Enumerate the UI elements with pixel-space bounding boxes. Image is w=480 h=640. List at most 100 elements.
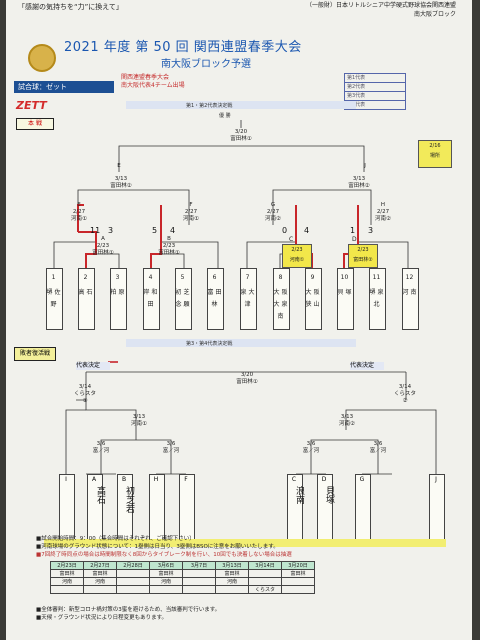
final-place: 富田林①: [230, 136, 252, 142]
team-name: 河 南: [402, 289, 417, 296]
decide-right: 代表決定: [350, 362, 384, 370]
tournament-sheet: 「感謝の気持ちを“力”に換えて」 （一般財）日本リトルシニア中学硬式野球協会関西…: [6, 0, 472, 640]
schedule-cell: [248, 569, 282, 578]
footnote-1: ■全体審判：新型コロナ禍対策の3蜜を避けるため、当該審判で行います。: [36, 607, 221, 613]
bottom-box-letter: H: [153, 476, 159, 483]
change-date: 2/16: [429, 143, 441, 149]
bottom-right-num: ②: [402, 398, 408, 404]
team-box: [110, 268, 127, 330]
consolation-label: 敗者復活戦: [14, 347, 56, 361]
schedule-cell: 富田林: [215, 569, 249, 578]
footnote-2: ■天候・グラウンド状況により日程変更もあります。: [36, 615, 168, 621]
handwritten-team: 浪南: [294, 486, 304, 504]
r1-a-date: 2/23: [96, 243, 110, 249]
rep-4: 第4代表: [347, 102, 366, 108]
r1-a-place: 富田林①: [92, 250, 114, 256]
schedule-cell: 河南: [215, 577, 249, 586]
q4-place: 富／河: [369, 448, 387, 454]
schedule-cell: [215, 585, 249, 594]
q3-date: 3/6: [306, 441, 316, 447]
team-number: 11: [372, 274, 381, 281]
bottom-team-box: [179, 474, 195, 544]
bottom-box-letter: C: [291, 476, 297, 483]
bottom-right-date: 3/14: [398, 384, 412, 390]
schedule-cell: 河南: [149, 577, 183, 586]
r2-f-place: 河南①: [183, 216, 199, 222]
org-line1: （一般財）日本リトルシニア中学硬式野球協会関西連盟: [306, 2, 457, 9]
team-box: [369, 268, 386, 330]
team-box: [46, 268, 63, 330]
team-box: [305, 268, 322, 330]
handwritten-team: 初芝若: [124, 486, 134, 513]
schedule-cell: 富田林: [281, 569, 315, 578]
team-box: [273, 268, 290, 330]
schedule-cell: [50, 585, 84, 594]
bottom-box-letter: A: [91, 476, 97, 483]
team-number: 6: [212, 274, 217, 281]
team-name: 大 阪 狭 山: [305, 289, 320, 308]
schedule-cell: 河南: [50, 577, 84, 586]
bottom-left-place: くらスタ: [73, 391, 96, 397]
bmr-date: 3/13: [340, 414, 354, 420]
bottom-box-letter: I: [65, 476, 67, 483]
rep-3: 第3代表: [345, 92, 405, 101]
team-number: 5: [180, 274, 185, 281]
team-number: 3: [115, 274, 120, 281]
bottom-box-letter: D: [321, 476, 327, 483]
r1-a-letter: A: [101, 236, 105, 242]
bottom-box-letter: B: [121, 476, 127, 483]
schedule-cell: くらスタ: [248, 585, 282, 594]
team-name: 岸 和 田: [143, 289, 158, 308]
page-title: 2021 年度 第 50 回 関西連盟春季大会: [64, 40, 302, 55]
note-3: ■7回終了時同点の場合は時間制限なく8回からタイブレーク制を行い、10回でも決着…: [36, 552, 292, 558]
bottom-box-letter: J: [435, 476, 437, 483]
semi-e-date: 3/13: [114, 176, 128, 182]
team-number: 2: [83, 274, 88, 281]
section2-bar: [126, 339, 356, 347]
score-b1: 5: [152, 226, 158, 235]
team-name: 柏 原: [110, 289, 125, 296]
r1-d-letter: D: [352, 236, 357, 243]
bml-date: 3/13: [132, 414, 146, 420]
bottom-final-place: 富田林①: [236, 379, 258, 385]
team-number: 9: [310, 274, 315, 281]
note-line2: 南大阪代表4チーム出場: [121, 82, 185, 89]
r1-d-date: 2/23: [357, 247, 369, 253]
r1-c-place: 河南①: [289, 257, 305, 263]
bottom-team-box: [87, 474, 103, 544]
section2-label: 第3・第4代表決定戦: [186, 341, 233, 347]
r2-f-letter: F: [189, 202, 193, 208]
r1-d-place: 富田林②: [353, 257, 373, 263]
r1-c: 2/23 河南①: [282, 244, 312, 268]
r1-c-letter: C: [289, 236, 294, 243]
bottom-box-letter: G: [359, 476, 365, 483]
r2-g-letter: G: [270, 202, 276, 208]
q4-date: 3/6: [373, 441, 383, 447]
r2-e-place: 河南①: [71, 216, 87, 222]
schedule-cell: [281, 585, 315, 594]
zett-logo: ZETT: [16, 99, 47, 112]
page-subtitle: 南大阪ブロック予選: [161, 59, 251, 70]
champion-label: 優 勝: [219, 113, 231, 119]
r2-g-date: 2/27: [266, 209, 280, 215]
schedule-cell: 2月28日: [116, 561, 150, 570]
r1-c-date: 2/23: [291, 247, 303, 253]
schedule-cell: 3月20日: [281, 561, 315, 570]
schedule-cell: [116, 569, 150, 578]
schedule-cell: [149, 585, 183, 594]
bottom-team-box: [429, 474, 445, 544]
bracket-lines: [53, 120, 437, 475]
handwritten-team: 高石: [95, 486, 105, 504]
schedule-cell: [248, 577, 282, 586]
team-box: [337, 268, 354, 330]
